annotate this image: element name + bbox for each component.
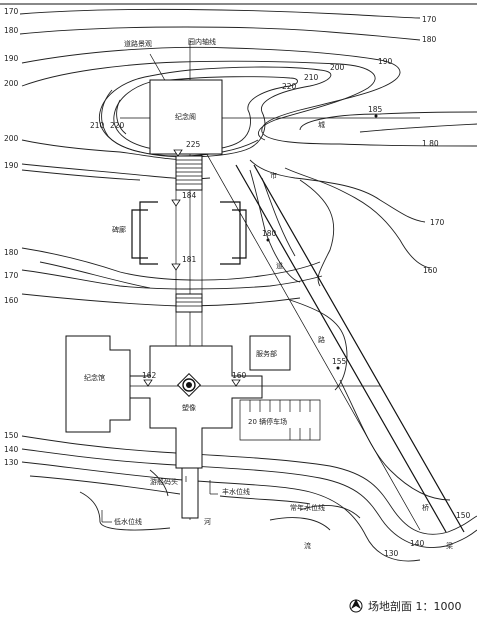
svg-text:180: 180	[262, 229, 277, 238]
svg-text:200: 200	[4, 79, 19, 88]
svg-text:210: 210	[90, 121, 105, 130]
svg-text:140: 140	[4, 445, 19, 454]
feature-labels: 道路景观 园内轴线 纪念阁 城 市 道 路 碑廊 服务部 纪念馆 塑像 20 辆…	[84, 37, 453, 550]
svg-text:180: 180	[422, 35, 437, 44]
svg-text:140: 140	[410, 539, 425, 548]
spot-heights	[266, 114, 378, 370]
svg-text:190: 190	[378, 57, 393, 66]
svg-text:130: 130	[4, 458, 19, 467]
svg-text:170: 170	[4, 7, 19, 16]
svg-text:丰水位线: 丰水位线	[222, 487, 250, 496]
river-contours	[21, 435, 477, 562]
svg-text:170: 170	[430, 218, 445, 227]
svg-text:190: 190	[4, 54, 19, 63]
contour-lines	[19, 8, 477, 501]
svg-text:园内轴线: 园内轴线	[188, 37, 216, 46]
svg-text:210: 210	[304, 73, 319, 82]
service-building	[249, 335, 291, 371]
svg-text:20 辆停车场: 20 辆停车场	[248, 417, 287, 426]
svg-text:城: 城	[318, 121, 325, 129]
svg-text:塑像: 塑像	[182, 403, 196, 412]
svg-text:180: 180	[4, 248, 19, 257]
svg-text:服务部: 服务部	[256, 349, 277, 358]
statue-icon	[176, 372, 202, 398]
svg-text:桥: 桥	[422, 503, 429, 512]
memorial-pavilion	[149, 79, 223, 155]
svg-text:河: 河	[204, 518, 211, 526]
svg-text:225: 225	[186, 140, 201, 149]
svg-text:市: 市	[270, 171, 277, 180]
svg-text:纪念阁: 纪念阁	[175, 112, 196, 121]
svg-text:流: 流	[304, 541, 311, 550]
central-walkway	[175, 190, 203, 346]
svg-text:130: 130	[384, 549, 399, 558]
svg-text:220: 220	[282, 82, 297, 91]
svg-text:190: 190	[4, 161, 19, 170]
stele-corridor-walls	[131, 201, 247, 265]
svg-text:1 80: 1 80	[422, 139, 439, 148]
parking-lot	[239, 399, 321, 441]
svg-text:184: 184	[182, 191, 197, 200]
svg-text:160: 160	[4, 296, 19, 305]
svg-text:185: 185	[368, 105, 383, 114]
boat-dock	[181, 467, 199, 519]
svg-text:150: 150	[456, 511, 471, 520]
contour-labels: 170 170 180 180 190 190 200 200 210 210 …	[4, 7, 471, 558]
svg-text:梁: 梁	[446, 541, 453, 550]
svg-text:180: 180	[4, 26, 19, 35]
caption-text: 场地剖面 1：1000	[368, 599, 462, 613]
svg-text:170: 170	[4, 271, 19, 280]
svg-text:路: 路	[318, 335, 325, 344]
svg-text:155: 155	[332, 357, 347, 366]
stairs-upper	[175, 155, 203, 191]
memorial-hall	[65, 335, 131, 433]
level-markers	[143, 149, 241, 387]
svg-text:150: 150	[4, 431, 19, 440]
svg-text:道: 道	[276, 261, 283, 270]
svg-text:181: 181	[182, 255, 197, 264]
leader-lines	[101, 476, 218, 523]
north-arrow-icon	[349, 599, 363, 613]
svg-text:162: 162	[142, 371, 157, 380]
svg-text:160: 160	[232, 371, 247, 380]
svg-text:200: 200	[330, 63, 345, 72]
svg-text:低水位线: 低水位线	[114, 517, 142, 526]
svg-text:游船码头: 游船码头	[150, 477, 178, 486]
svg-text:常年水位线: 常年水位线	[290, 503, 325, 512]
svg-text:纪念馆: 纪念馆	[84, 373, 105, 382]
svg-text:170: 170	[422, 15, 437, 24]
caption: 场地剖面 1：1000	[349, 599, 462, 613]
svg-text:160: 160	[423, 266, 438, 275]
svg-text:200: 200	[4, 134, 19, 143]
svg-text:道路景观: 道路景观	[124, 39, 152, 48]
svg-text:220: 220	[110, 121, 125, 130]
stairs-middle	[175, 293, 203, 313]
svg-text:碑廊: 碑廊	[112, 225, 126, 234]
